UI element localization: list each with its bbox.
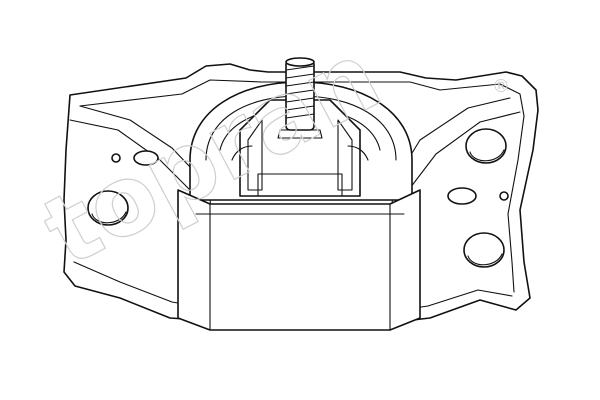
right-holes	[447, 128, 509, 268]
inner-lip	[231, 145, 369, 161]
mount-body-front-edge	[209, 203, 391, 331]
mount-body	[177, 189, 421, 331]
left-holes	[87, 150, 159, 226]
threaded-stud	[277, 57, 323, 139]
pin-hole-left	[111, 153, 121, 163]
inner-block	[239, 99, 361, 197]
inner-slot-left	[247, 119, 263, 191]
hole-left-large	[87, 190, 129, 226]
inner-slot-right	[337, 119, 353, 191]
pin-hole-right	[499, 191, 509, 201]
slot-left	[133, 150, 159, 166]
slot-right	[447, 187, 477, 205]
hole-right-lower	[463, 232, 505, 268]
hole-right-upper	[465, 128, 507, 164]
right-flange-edge	[403, 111, 521, 197]
left-flange-edge	[69, 119, 197, 197]
plate-inner-edge	[79, 79, 525, 293]
registered-mark: ®	[492, 76, 510, 97]
inner-block-top	[257, 173, 343, 197]
